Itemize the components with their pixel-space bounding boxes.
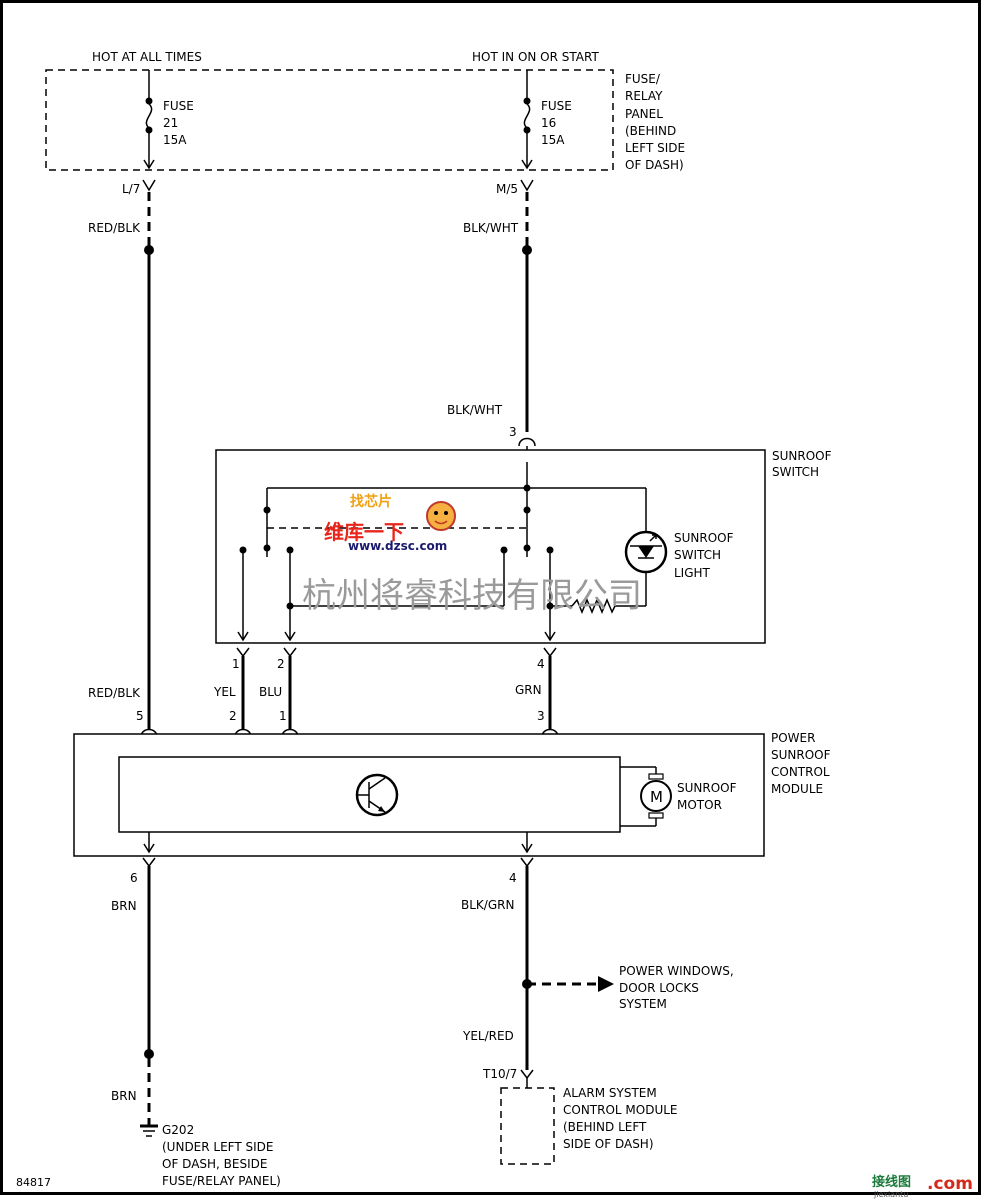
ground-label-1: (UNDER LEFT SIDE <box>162 1140 274 1154</box>
module-pin-1-label: 1 <box>279 709 287 723</box>
alarm-module-box <box>500 1087 555 1165</box>
connector-l7-symbol <box>142 179 156 192</box>
module-pin-2-label: 2 <box>229 709 237 723</box>
control-module-label-1: POWER <box>771 731 815 745</box>
wire-blu-label: BLU <box>259 685 282 699</box>
company-watermark: 杭州将睿科技有限公司 <box>302 576 642 616</box>
figure-number: 84817 <box>16 1176 51 1189</box>
switch-light-label-1: SUNROOF <box>674 531 734 545</box>
wire-blk-wht-label-top: BLK/WHT <box>463 221 519 235</box>
wire-red-blk-label-top: RED/BLK <box>88 221 141 235</box>
wire-grn-label: GRN <box>515 683 542 697</box>
alarm-connector-symbol <box>520 1069 534 1080</box>
corner-watermark: 接线图 .com jiexiantu <box>872 1174 973 1199</box>
alarm-label-2: CONTROL MODULE <box>563 1103 678 1117</box>
fuse-21-number: 21 <box>163 116 178 130</box>
fuse-panel-label-6: OF DASH) <box>625 158 684 172</box>
module-pin-3-label: 3 <box>537 709 545 723</box>
switch-light-label-3: LIGHT <box>674 566 711 580</box>
sunroof-switch-box <box>215 449 766 644</box>
fuse-21 <box>143 70 155 170</box>
alarm-label-4: SIDE OF DASH) <box>563 1137 654 1151</box>
control-module-label-2: SUNROOF <box>771 748 831 762</box>
fuse-relay-panel-box <box>45 69 614 171</box>
module-pin-4-label: 4 <box>509 871 517 885</box>
sunroof-motor-icon: M <box>620 766 672 827</box>
sunroof-motor-label-1: SUNROOF <box>677 781 737 795</box>
power-windows-label-2: DOOR LOCKS <box>619 981 699 995</box>
fuse-16-rating: 15A <box>541 133 565 147</box>
control-module-label-3: CONTROL <box>771 765 830 779</box>
connector-m5-label: M/5 <box>496 182 518 196</box>
wire-blk-grn-label: BLK/GRN <box>461 898 514 912</box>
fuse-panel-label-2: RELAY <box>625 89 663 103</box>
motor-symbol: M <box>650 788 663 806</box>
fuse-16 <box>521 70 533 170</box>
power-windows-arrow-icon <box>598 976 614 992</box>
wire-blk-wht-label-switch: BLK/WHT <box>447 403 503 417</box>
fuse-panel-label-3: PANEL <box>625 107 663 121</box>
switch-pin-2-connector <box>283 647 297 658</box>
sunroof-motor-label-2: MOTOR <box>677 798 722 812</box>
wire-brn-label-lower: BRN <box>111 1089 137 1103</box>
wire-red-blk-label-module: RED/BLK <box>88 686 141 700</box>
wire-yel-label: YEL <box>213 685 236 699</box>
logo-url-text: www.dzsc.com <box>348 539 447 553</box>
switch-pin-1-label: 1 <box>232 657 240 671</box>
fuse-21-rating: 15A <box>163 133 187 147</box>
wire-yel-red-label: YEL/RED <box>462 1029 514 1043</box>
alarm-label-3: (BEHIND LEFT <box>563 1120 647 1134</box>
corner-url-text: jiexiantu <box>873 1190 908 1199</box>
logo-top-text: 找芯片 <box>350 493 392 510</box>
switch-light-label-2: SWITCH <box>674 548 721 562</box>
switch-pin-2-label: 2 <box>277 657 285 671</box>
alarm-connector-label: T10/7 <box>482 1067 517 1081</box>
wire-brn-label-upper: BRN <box>111 899 137 913</box>
power-windows-label-1: POWER WINDOWS, <box>619 964 734 978</box>
fuse-16-label: FUSE <box>541 99 572 113</box>
alarm-label-1: ALARM SYSTEM <box>563 1086 657 1100</box>
transistor-icon <box>355 773 399 817</box>
control-module-label-4: MODULE <box>771 782 823 796</box>
switch-pin-3-connector <box>518 437 536 447</box>
fuse-panel-label-4: (BEHIND <box>625 124 676 138</box>
dzsc-logo-watermark: 找芯片 维库一下 www.dzsc.com <box>324 493 456 553</box>
switch-pin-3-label: 3 <box>509 425 517 439</box>
switch-light-lamp-icon <box>624 530 668 574</box>
fuse-panel-label-5: LEFT SIDE <box>625 141 685 155</box>
fuse-panel-label-1: FUSE/ <box>625 72 661 86</box>
hot-at-all-times-label: HOT AT ALL TIMES <box>92 50 202 64</box>
switch-pin-1-connector <box>236 647 250 658</box>
module-pin-5-label: 5 <box>136 709 144 723</box>
logo-middle-text: 维库一下 <box>324 520 404 544</box>
ground-label-3: FUSE/RELAY PANEL) <box>162 1174 281 1188</box>
connector-l7-label: L/7 <box>122 182 140 196</box>
switch-pin-4-connector <box>543 647 557 658</box>
ground-id: G202 <box>162 1123 194 1137</box>
sunroof-switch-label-2: SWITCH <box>772 465 819 479</box>
switch-pin-4-label: 4 <box>537 657 545 671</box>
corner-com-text: .com <box>927 1174 973 1194</box>
fuse-16-number: 16 <box>541 116 556 130</box>
ground-label-2: OF DASH, BESIDE <box>162 1157 267 1171</box>
fuse-21-label: FUSE <box>163 99 194 113</box>
hot-in-on-or-start-label: HOT IN ON OR START <box>472 50 599 64</box>
power-windows-label-3: SYSTEM <box>619 997 667 1011</box>
sunroof-switch-label-1: SUNROOF <box>772 449 832 463</box>
corner-site-text: 接线图 <box>872 1174 911 1190</box>
module-pin-6-label: 6 <box>130 871 138 885</box>
ground-icon <box>140 1124 158 1137</box>
connector-m5-symbol <box>520 179 534 192</box>
